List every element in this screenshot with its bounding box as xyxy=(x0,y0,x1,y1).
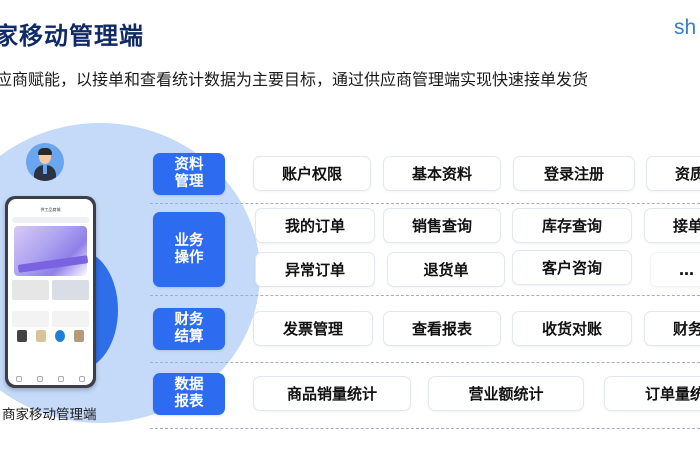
phone-mockup: 供工品商城 xyxy=(5,196,96,388)
card-accept-orders[interactable]: 接单 xyxy=(644,208,700,243)
phone-screen: 供工品商城 xyxy=(8,199,93,385)
card-invoice-management[interactable]: 发票管理 xyxy=(253,311,373,346)
category-business-operations: 业务操作 xyxy=(153,212,225,287)
avatar-hair-icon xyxy=(38,148,52,155)
promo-tile xyxy=(12,280,49,300)
product-card xyxy=(12,311,49,327)
phone-tab-bar xyxy=(8,376,93,382)
phone-product-icons xyxy=(12,330,89,342)
card-order-volume-stats[interactable]: 订单量统 xyxy=(604,376,700,411)
product-icon xyxy=(74,330,85,342)
card-account-permissions[interactable]: 账户权限 xyxy=(253,156,371,191)
phone-promo-tiles xyxy=(12,280,89,300)
category-profile-management: 资料管理 xyxy=(153,153,225,195)
phone-caption: 商家移动管理端 xyxy=(2,407,97,423)
page-title: 家移动管理端 xyxy=(0,22,144,50)
card-basic-info[interactable]: 基本资料 xyxy=(383,156,501,191)
card-return-orders[interactable]: 退货单 xyxy=(387,252,505,287)
section-divider xyxy=(150,203,700,204)
card-my-orders[interactable]: 我的订单 xyxy=(255,208,375,243)
product-icon xyxy=(35,330,46,342)
phone-app-title: 供工品商城 xyxy=(40,207,61,212)
home-icon xyxy=(15,376,22,382)
phone-search-bar xyxy=(12,217,89,223)
phone-product-grid xyxy=(12,311,89,327)
user-icon xyxy=(79,376,86,382)
product-icon xyxy=(16,330,27,342)
product-icon xyxy=(55,330,66,342)
section-divider xyxy=(150,295,700,296)
phone-status-bar xyxy=(8,199,93,207)
card-customer-inquiry[interactable]: 客户咨询 xyxy=(512,250,632,285)
card-qualification[interactable]: 资质 xyxy=(646,156,700,191)
card-sales-query[interactable]: 销售查询 xyxy=(383,208,501,243)
avatar xyxy=(26,143,64,181)
card-more[interactable]: … xyxy=(650,252,700,287)
section-divider xyxy=(150,362,700,363)
card-inventory-query[interactable]: 库存查询 xyxy=(512,208,632,243)
card-view-reports[interactable]: 查看报表 xyxy=(383,311,501,346)
phone-banner-image xyxy=(14,226,89,276)
product-card xyxy=(52,311,89,327)
card-login-register[interactable]: 登录注册 xyxy=(513,156,635,191)
phone-section-label xyxy=(8,304,93,309)
category-data-reports: 数据报表 xyxy=(153,373,225,415)
section-divider xyxy=(150,428,700,429)
category-finance-settlement: 财务结算 xyxy=(153,308,225,350)
brand-logo: sh xyxy=(674,16,697,39)
card-revenue-stats[interactable]: 营业额统计 xyxy=(428,376,584,411)
card-abnormal-orders[interactable]: 异常订单 xyxy=(255,252,375,287)
category-icon xyxy=(36,376,43,382)
card-finance[interactable]: 财务 xyxy=(644,311,700,346)
page-subtitle: 应商赋能，以接单和查看统计数据为主要目标，通过供应商管理端实现快速接单发货 xyxy=(0,70,589,89)
avatar-tie-icon xyxy=(43,165,47,174)
promo-tile xyxy=(52,280,89,300)
card-receipt-reconciliation[interactable]: 收货对账 xyxy=(512,311,632,346)
card-product-sales-stats[interactable]: 商品销量统计 xyxy=(253,376,411,411)
cart-icon xyxy=(58,376,65,382)
